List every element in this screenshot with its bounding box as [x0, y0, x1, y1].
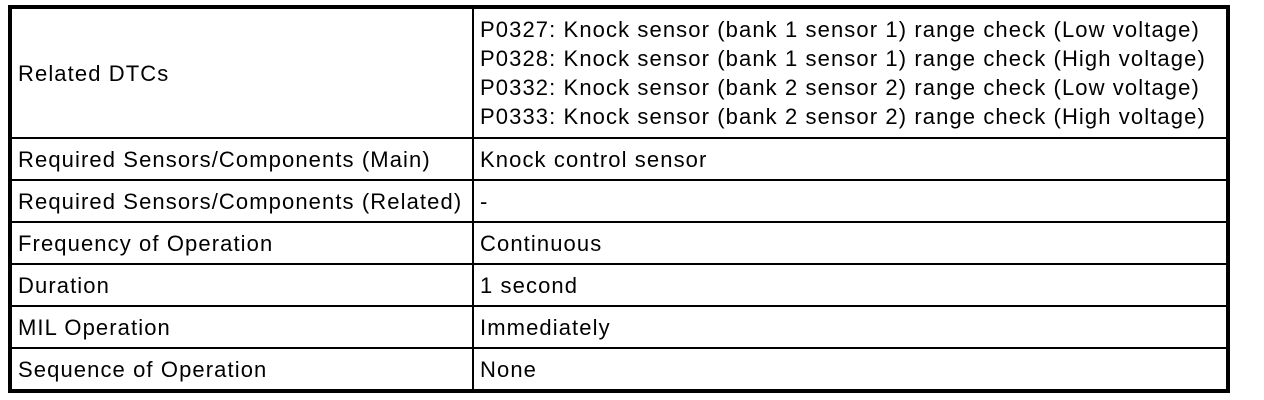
row-label: Required Sensors/Components (Main) — [18, 146, 431, 172]
row-value-cell: 1 second — [474, 265, 1226, 305]
row-label-cell: Required Sensors/Components (Related) — [12, 181, 474, 221]
table-row-duration: Duration 1 second — [12, 263, 1226, 305]
table-row-mil-operation: MIL Operation Immediately — [12, 305, 1226, 347]
dtc-line: P0327: Knock sensor (bank 1 sensor 1) ra… — [480, 17, 1200, 42]
row-value-cell: - — [474, 181, 1226, 221]
row-label: MIL Operation — [18, 314, 171, 340]
row-value: - — [480, 188, 489, 214]
row-value: Continuous — [480, 230, 603, 256]
dtc-line: P0333: Knock sensor (bank 2 sensor 2) ra… — [480, 104, 1206, 129]
row-value-cell: None — [474, 349, 1226, 389]
row-value: 1 second — [480, 272, 579, 298]
dtc-info-table: Related DTCs P0327: Knock sensor (bank 1… — [8, 5, 1230, 393]
row-label-cell: MIL Operation — [12, 307, 474, 347]
row-label-cell: Duration — [12, 265, 474, 305]
row-label: Required Sensors/Components (Related) — [18, 188, 463, 214]
row-label-cell: Frequency of Operation — [12, 223, 474, 263]
row-value: None — [480, 356, 537, 382]
row-label-cell: Sequence of Operation — [12, 349, 474, 389]
dtc-line: P0328: Knock sensor (bank 1 sensor 1) ra… — [480, 46, 1206, 71]
table-row-frequency-of-operation: Frequency of Operation Continuous — [12, 221, 1226, 263]
row-label-cell: Required Sensors/Components (Main) — [12, 139, 474, 179]
row-label: Related DTCs — [18, 60, 170, 86]
row-label: Sequence of Operation — [18, 356, 268, 382]
row-value: Immediately — [480, 314, 611, 340]
row-label: Duration — [18, 272, 110, 298]
row-value-cell: Knock control sensor — [474, 139, 1226, 179]
row-value: Knock control sensor — [480, 146, 708, 172]
row-label: Frequency of Operation — [18, 230, 274, 256]
row-value-cell: Continuous — [474, 223, 1226, 263]
row-label-cell: Related DTCs — [12, 9, 474, 137]
row-value-cell: P0327: Knock sensor (bank 1 sensor 1) ra… — [474, 9, 1226, 137]
table-row-required-sensors-related: Required Sensors/Components (Related) - — [12, 179, 1226, 221]
row-value-cell: Immediately — [474, 307, 1226, 347]
table-row-related-dtcs: Related DTCs P0327: Knock sensor (bank 1… — [12, 9, 1226, 137]
dtc-line: P0332: Knock sensor (bank 2 sensor 2) ra… — [480, 75, 1200, 100]
table-row-sequence-of-operation: Sequence of Operation None — [12, 347, 1226, 389]
table-row-required-sensors-main: Required Sensors/Components (Main) Knock… — [12, 137, 1226, 179]
